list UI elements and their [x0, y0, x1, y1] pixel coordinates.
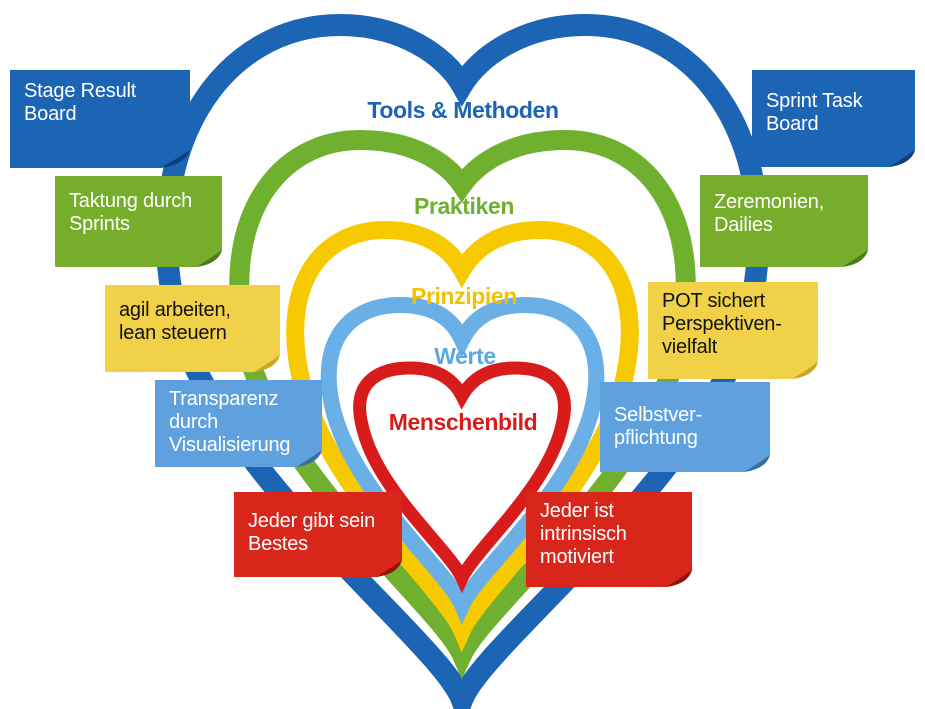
- label-tools-methoden: Tools & Methoden: [367, 97, 559, 123]
- label-prinzipien: Prinzipien: [411, 283, 517, 309]
- heart-werte-outline: [320, 296, 605, 625]
- note-text-pot: POT sichert Perspektiven- vielfalt: [662, 290, 782, 358]
- label-werte: Werte: [434, 343, 496, 369]
- note-pot-sichert: [648, 282, 818, 379]
- note-zeremonien-dailies: [700, 175, 868, 267]
- note-text-agil: agil arbeiten, lean steuern: [119, 299, 231, 344]
- note-text-transparenz: Transparenz durch Visualisierung: [169, 388, 291, 456]
- note-agil-arbeiten: [105, 285, 280, 372]
- note-text-jeder-ist: Jeder ist intrinsisch motiviert: [540, 500, 627, 568]
- note-text-stage-result-board: Stage Result Board: [24, 80, 137, 125]
- note-stage-result-board: [10, 70, 190, 168]
- note-text-selbstverpflichtung: Selbstver- pflichtung: [614, 404, 703, 449]
- note-jeder-gibt-sein-bestes: [234, 492, 402, 577]
- note-text-sprint-task-board: Sprint Task Board: [766, 90, 863, 135]
- note-selbstverpflichtung: [600, 382, 770, 472]
- note-text-jeder-gibt: Jeder gibt sein Bestes: [248, 510, 376, 555]
- label-menschenbild: Menschenbild: [388, 409, 538, 435]
- label-praktiken: Praktiken: [414, 193, 514, 219]
- note-jeder-ist-intrinsisch: [526, 492, 692, 587]
- note-text-zeremonien: Zeremonien, Dailies: [714, 191, 825, 236]
- note-sprint-task-board: [752, 70, 915, 167]
- heart-menschenbild-outline: [353, 361, 571, 594]
- note-transparenz: [155, 380, 322, 467]
- note-text-taktung: Taktung durch Sprints: [69, 190, 193, 235]
- note-taktung-durch-sprints: [55, 176, 222, 267]
